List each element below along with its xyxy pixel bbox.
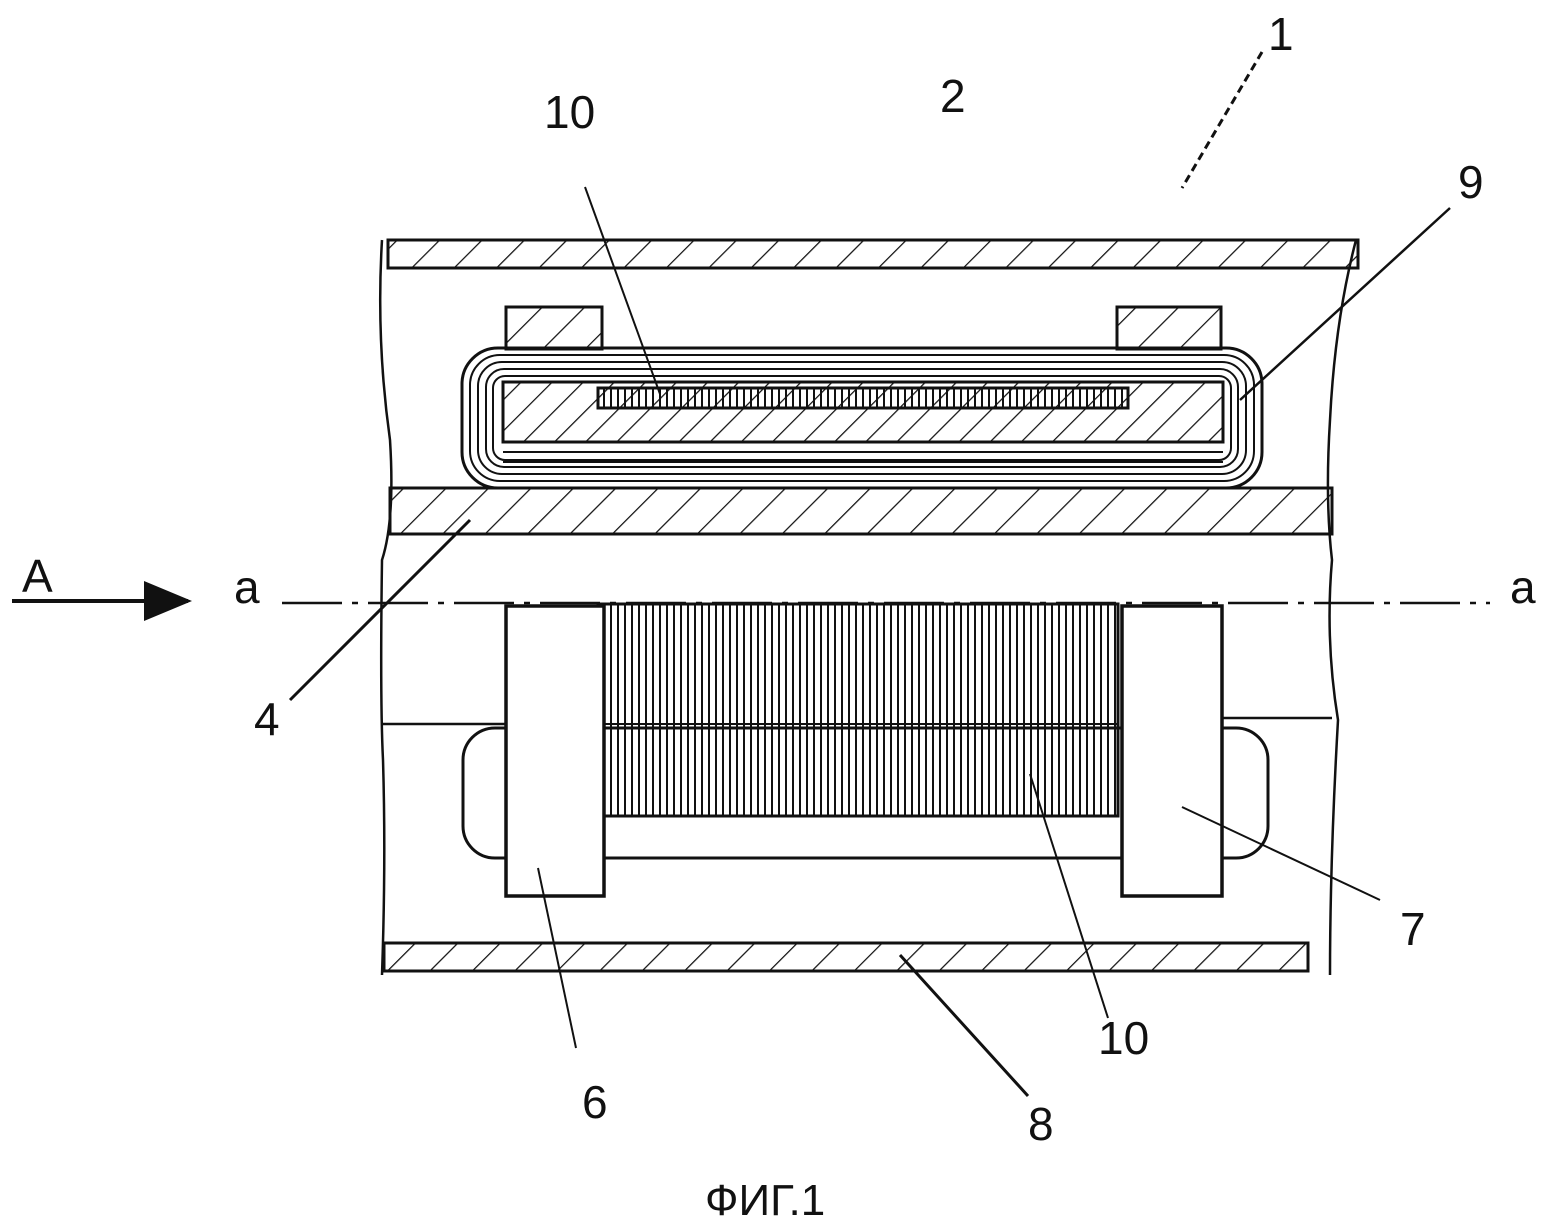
housing-outline bbox=[378, 239, 1358, 976]
label-direction: A bbox=[22, 550, 53, 602]
label-tube: 4 bbox=[254, 693, 280, 745]
label-winding-bottom: 10 bbox=[1098, 1012, 1149, 1064]
tube-wall bbox=[388, 486, 1334, 536]
leader-4 bbox=[288, 518, 472, 702]
leader-9 bbox=[1239, 207, 1451, 401]
leader-10-bottom bbox=[1029, 773, 1109, 1019]
label-right-flange: 7 bbox=[1400, 903, 1426, 955]
bottom-wall bbox=[382, 941, 1310, 973]
label-axis-right: a bbox=[1510, 561, 1536, 613]
winding-strip-top bbox=[596, 386, 1130, 410]
coil-winding bbox=[596, 602, 1120, 818]
right-block bbox=[1115, 305, 1223, 351]
label-jacket: 9 bbox=[1458, 156, 1484, 208]
label-housing: 2 bbox=[940, 70, 966, 122]
leader-6 bbox=[537, 867, 577, 1049]
label-assembly: 1 bbox=[1268, 8, 1294, 60]
leader-1 bbox=[1180, 51, 1264, 189]
figure-caption: ФИГ.1 bbox=[705, 1176, 825, 1225]
label-bottom-wall: 8 bbox=[1028, 1098, 1054, 1150]
leader-10-top bbox=[584, 186, 661, 395]
right-flange bbox=[1120, 604, 1224, 898]
label-winding-top: 10 bbox=[544, 86, 595, 138]
leader-7 bbox=[1181, 806, 1381, 901]
label-left-flange: 6 bbox=[582, 1076, 608, 1128]
leader-8 bbox=[898, 953, 1030, 1098]
left-flange bbox=[504, 604, 606, 898]
left-block bbox=[504, 305, 604, 351]
top-wall bbox=[386, 238, 1360, 270]
leader-lines bbox=[288, 51, 1451, 1098]
label-axis-left: a bbox=[234, 561, 260, 613]
